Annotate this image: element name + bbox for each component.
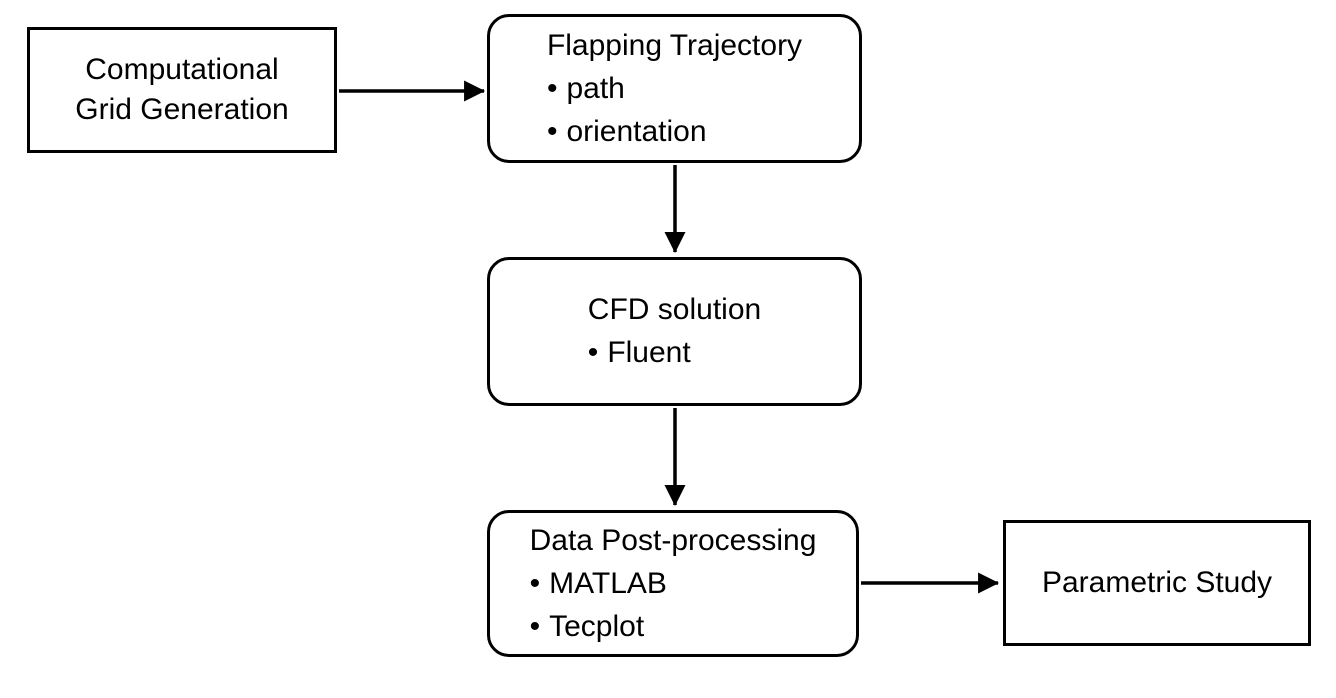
bullet-text: Tecplot xyxy=(549,609,645,643)
bullet-marker: • xyxy=(529,566,541,600)
node-data-post-processing: Data Post-processing • MATLAB • Tecplot xyxy=(487,510,859,657)
bullet-item: • MATLAB xyxy=(530,563,817,605)
bullet-text: MATLAB xyxy=(549,566,667,600)
bullet-item: • Tecplot xyxy=(530,606,817,648)
node-title: Data Post-processing xyxy=(529,523,817,557)
bullet-marker: • xyxy=(587,336,599,369)
node-title-line: Grid Generation xyxy=(75,93,289,126)
bullet-item: • path xyxy=(547,68,802,110)
bullet-text: path xyxy=(566,71,625,105)
node-computational-grid-generation: Computational Grid Generation xyxy=(27,27,337,153)
bullet-marker: • xyxy=(529,609,541,643)
node-title: Parametric Study xyxy=(1041,566,1273,599)
node-parametric-study: Parametric Study xyxy=(1003,520,1311,646)
bullet-item: • orientation xyxy=(547,111,802,153)
bullet-marker: • xyxy=(546,114,558,148)
node-cfd-solution: CFD solution • Fluent xyxy=(487,257,862,406)
bullet-text: orientation xyxy=(566,114,707,148)
bullet-marker: • xyxy=(546,71,558,105)
node-title-line: Computational xyxy=(85,53,279,86)
node-title: Flapping Trajectory xyxy=(546,28,803,62)
bullet-text: Fluent xyxy=(607,336,691,369)
bullet-item: • Fluent xyxy=(588,332,761,374)
node-flapping-trajectory: Flapping Trajectory • path • orientation xyxy=(487,14,862,163)
node-title: CFD solution xyxy=(587,293,762,326)
